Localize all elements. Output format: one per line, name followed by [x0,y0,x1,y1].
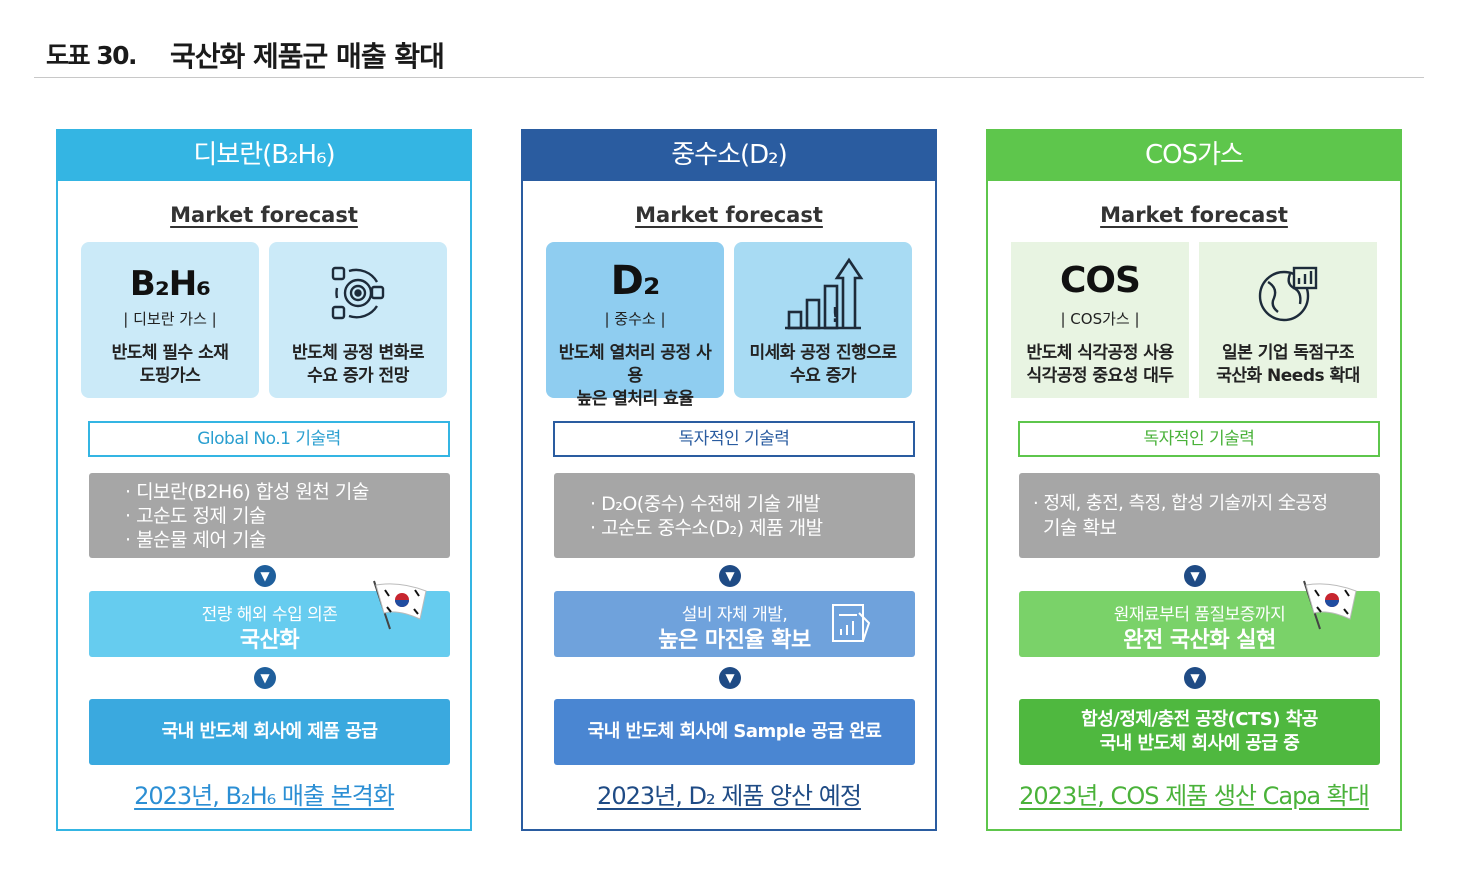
market-forecast-heading: Market forecast [635,203,823,227]
technology-item: · 고순도 정제 기술 [125,504,267,527]
panel-deuterium: 중수소(D₂) Market forecast D₂ | 중수소 | 반도체 열… [521,129,937,831]
technology-label: Global No.1 기술력 [88,421,450,457]
korea-flag-icon [1303,580,1357,630]
forecast-card: ! 미세화 공정 진행으로 수요 증가 [734,242,912,398]
gas-name: | COS가스 | [1060,310,1140,328]
market-forecast-heading: Market forecast [170,203,358,227]
forecast-card: 반도체 공정 변화로 수요 증가 전망 [269,242,447,398]
supply-status-box: 합성/정제/충전 공장(CTS) 착공 국내 반도체 회사에 공급 중 [1019,699,1380,765]
result-headline: 2023년, D₂ 제품 양산 예정 [597,782,862,810]
gas-name: | 중수소 | [604,310,666,328]
card-description: 반도체 열처리 공정 사용 높은 열처리 효율 [558,343,712,409]
panel-cos: COS가스 Market forecast COS | COS가스 | 반도체 … [986,129,1402,831]
supply-status-box: 국내 반도체 회사에 Sample 공급 완료 [554,699,915,765]
technology-item: · 고순도 중수소(D₂) 제품 개발 [590,516,823,539]
globe-chart-icon [1258,266,1318,322]
technology-item: · D₂O(중수) 수전해 기술 개발 [590,492,821,515]
panel-diborane: 디보란(B₂H₆) Market forecast B₂H₆ | 디보란 가스 … [56,129,472,831]
localization-box: 원재료부터 품질보증까지 완전 국산화 실현 [1019,591,1380,657]
market-forecast-heading: Market forecast [1100,203,1288,227]
chemical-formula: B₂H₆ [129,264,211,304]
card-description: 반도체 공정 변화로 수요 증가 전망 [292,343,424,386]
technology-item: 기술 확보 [1043,516,1117,539]
card-description: 미세화 공정 진행으로 수요 증가 [749,343,897,386]
margin-box: 설비 자체 개발, 높은 마진율 확보 [554,591,915,657]
chemical-formula: COS [1060,260,1141,301]
technology-list: · 디보란(B2H6) 합성 원천 기술 · 고순도 정제 기술 · 불순물 제… [89,473,450,558]
technology-label: 독자적인 기술력 [1018,421,1380,457]
gas-name: | 디보란 가스 | [123,310,217,328]
korea-flag-icon [373,580,427,630]
figure-number: 도표 30. [46,41,138,70]
forecast-card: 일본 기업 독점구조 국산화 Needs 확대 [1199,242,1377,398]
card-description: 반도체 필수 소재 도핑가스 [111,343,229,386]
card-description: 일본 기업 독점구조 국산화 Needs 확대 [1216,343,1360,386]
chevron-down-icon: ▼ [719,667,741,689]
product-card: B₂H₆ | 디보란 가스 | 반도체 필수 소재 도핑가스 [81,242,259,398]
technology-item: · 디보란(B2H6) 합성 원천 기술 [125,480,369,503]
panel-title: COS가스 [986,129,1402,181]
product-card: D₂ | 중수소 | 반도체 열처리 공정 사용 높은 열처리 효율 [546,242,724,409]
chemical-formula: D₂ [610,258,661,304]
technology-list: · 정제, 충전, 측정, 합성 기술까지 全공정 기술 확보 [1019,473,1380,558]
chevron-down-icon: ▼ [254,667,276,689]
document-chart-icon [832,604,871,642]
chevron-down-icon: ▼ [719,565,741,587]
panel-title: 디보란(B₂H₆) [56,129,472,181]
chevron-down-icon: ▼ [1184,667,1206,689]
supply-status-box: 국내 반도체 회사에 제품 공급 [89,699,450,765]
technology-item: · 불순물 제어 기술 [125,528,267,551]
growth-chart-icon: ! [785,257,864,330]
target-cycle-icon [331,266,385,320]
result-headline: 2023년, B₂H₆ 매출 본격화 [134,782,395,810]
technology-label: 독자적인 기술력 [553,421,915,457]
card-description: 반도체 식각공정 사용 식각공정 중요성 대두 [1026,343,1174,386]
chevron-down-icon: ▼ [254,565,276,587]
technology-item: · 정제, 충전, 측정, 합성 기술까지 全공정 [1033,492,1328,514]
document-header: 도표 30. 국산화 제품군 매출 확대 [34,30,1424,78]
panel-title: 중수소(D₂) [521,129,937,181]
chevron-down-icon: ▼ [1184,565,1206,587]
svg-text:!: ! [831,303,840,327]
technology-list: · D₂O(중수) 수전해 기술 개발 · 고순도 중수소(D₂) 제품 개발 [554,473,915,558]
product-card: COS | COS가스 | 반도체 식각공정 사용 식각공정 중요성 대두 [1011,242,1189,398]
figure-title: 국산화 제품군 매출 확대 [170,40,445,73]
result-headline: 2023년, COS 제품 생산 Capa 확대 [1019,782,1370,810]
